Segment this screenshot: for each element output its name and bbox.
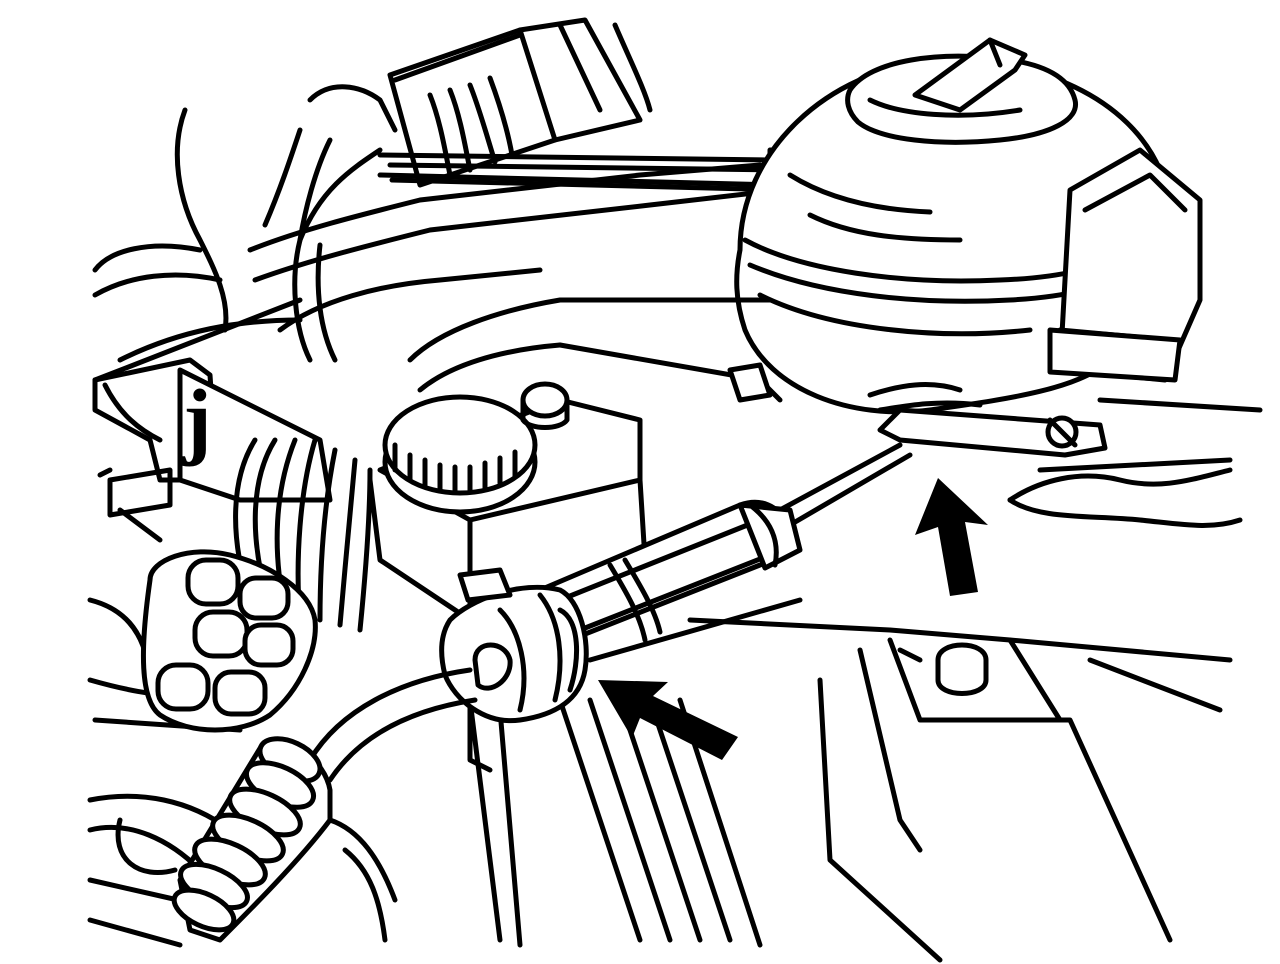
cable-and-sleeve	[307, 442, 913, 783]
brake-fluid-reservoir	[367, 297, 783, 623]
lead-boot-4	[242, 622, 296, 668]
part-marking-label: j	[182, 371, 212, 467]
lead-boot-1	[185, 557, 241, 607]
callout-arrows	[598, 478, 988, 760]
upper-hoses	[247, 84, 793, 363]
corrugated-hose	[171, 736, 398, 943]
reservoir-mount	[867, 382, 1263, 528]
coolant-expansion-reservoir	[734, 37, 1203, 415]
lead-boot-5	[155, 662, 211, 712]
battery-terminal	[935, 642, 989, 696]
lead-boot-2	[237, 575, 291, 621]
left-background-contours	[87, 107, 303, 948]
distributor-cap	[140, 549, 318, 733]
left-bracket: j	[92, 357, 333, 543]
arrow-up-icon	[915, 478, 988, 596]
arrow-up-left-icon	[598, 680, 738, 760]
battery	[687, 617, 1233, 963]
lead-boot-6	[212, 669, 268, 717]
radiator-panel	[467, 597, 803, 948]
lead-boot-3	[192, 609, 250, 659]
